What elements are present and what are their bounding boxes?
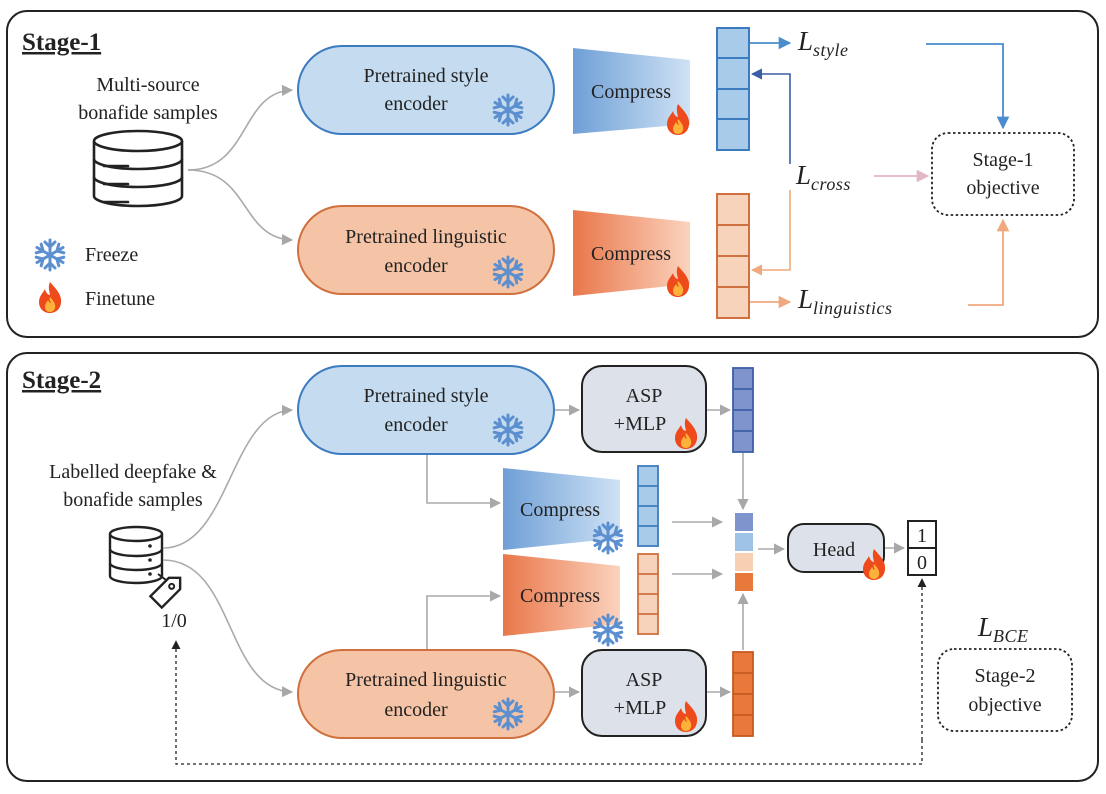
tag-icon <box>148 576 182 610</box>
stage2-style-compressed-embedding <box>637 465 659 547</box>
stage1-linguistic-encoder <box>297 205 555 295</box>
stage1-compress-orange <box>573 210 690 296</box>
stage2-style-encoder-line1: Pretrained style <box>364 385 489 407</box>
loss-cross: Lcross <box>795 160 851 194</box>
stage2-linguistic-asp-embedding <box>732 651 754 737</box>
stage1-title: Stage-1 <box>22 29 101 56</box>
stage2-head-label: Head <box>813 539 855 561</box>
stage2-panel <box>6 352 1099 782</box>
stage2-asp-bottom-line1: ASP <box>626 669 663 691</box>
stage1-style-encoder-line1: Pretrained style <box>364 65 489 87</box>
stage2-output-top: 1 <box>917 525 927 547</box>
stage2-objective <box>937 648 1073 732</box>
stage2-asp-top-line1: ASP <box>626 385 663 407</box>
stage2-objective-line2: objective <box>968 694 1041 716</box>
stage1-style-encoder <box>297 45 555 135</box>
stage2-compress-orange-label: Compress <box>520 585 600 607</box>
stage2-linguistic-encoder-line1: Pretrained linguistic <box>345 669 507 691</box>
stage2-style-encoder-line2: encoder <box>384 414 448 436</box>
stage2-asp-mlp-top <box>581 365 707 453</box>
loss-linguistics: Llinguistics <box>797 284 893 318</box>
stage2-objective-line1: Stage-2 <box>974 665 1035 687</box>
stage2-concatenated-embedding <box>735 513 753 591</box>
stage1-objective <box>931 132 1075 216</box>
stage2-linguistic-compressed-embedding <box>637 553 659 635</box>
stage2-asp-mlp-bottom <box>581 649 707 737</box>
snowflake-icon <box>34 238 66 272</box>
stage1-compress-orange-label: Compress <box>591 243 671 265</box>
stage1-style-embedding <box>716 27 750 151</box>
stage1-style-encoder-line2: encoder <box>384 93 448 115</box>
stage2-output-box <box>907 520 937 576</box>
stage2-asp-bottom-line2: +MLP <box>614 697 666 719</box>
flame-icon <box>39 282 62 313</box>
stage2-source-line1: Labelled deepfake & <box>49 461 217 483</box>
stage1-linguistic-encoder-line1: Pretrained linguistic <box>345 226 507 248</box>
stage1-panel <box>6 10 1099 338</box>
stage1-compress-blue <box>573 48 690 134</box>
snowflake-icon <box>592 613 624 647</box>
database-icon <box>92 129 184 208</box>
stage1-source-line1: Multi-source <box>96 74 199 96</box>
stage1-compress-blue-label: Compress <box>591 81 671 103</box>
stage2-output-bottom: 0 <box>917 552 927 574</box>
legend-freeze: Freeze <box>85 244 138 266</box>
stage1-linguistic-embedding <box>716 193 750 319</box>
legend-finetune: Finetune <box>85 288 155 310</box>
stage2-compress-blue-label: Compress <box>520 499 600 521</box>
stage2-head <box>787 523 885 573</box>
stage2-linguistic-encoder-line2: encoder <box>384 699 448 721</box>
stage1-objective-line2: objective <box>966 177 1039 199</box>
stage2-style-encoder <box>297 365 555 455</box>
loss-bce: LBCE <box>977 612 1029 646</box>
stage1-objective-line1: Stage-1 <box>972 149 1033 171</box>
stage2-compress-blue <box>503 468 620 550</box>
stage2-tag-label: 1/0 <box>161 610 187 632</box>
stage2-compress-orange <box>503 554 620 636</box>
stage1-linguistic-encoder-line2: encoder <box>384 255 448 277</box>
stage2-title: Stage-2 <box>22 367 101 394</box>
stage1-source-line2: bonafide samples <box>78 102 218 124</box>
database-icon <box>108 525 164 585</box>
stage2-source-line2: bonafide samples <box>63 489 203 511</box>
stage2-style-asp-embedding <box>732 367 754 453</box>
stage2-linguistic-encoder <box>297 649 555 739</box>
loss-style: Lstyle <box>797 26 849 60</box>
stage2-asp-top-line2: +MLP <box>614 413 666 435</box>
